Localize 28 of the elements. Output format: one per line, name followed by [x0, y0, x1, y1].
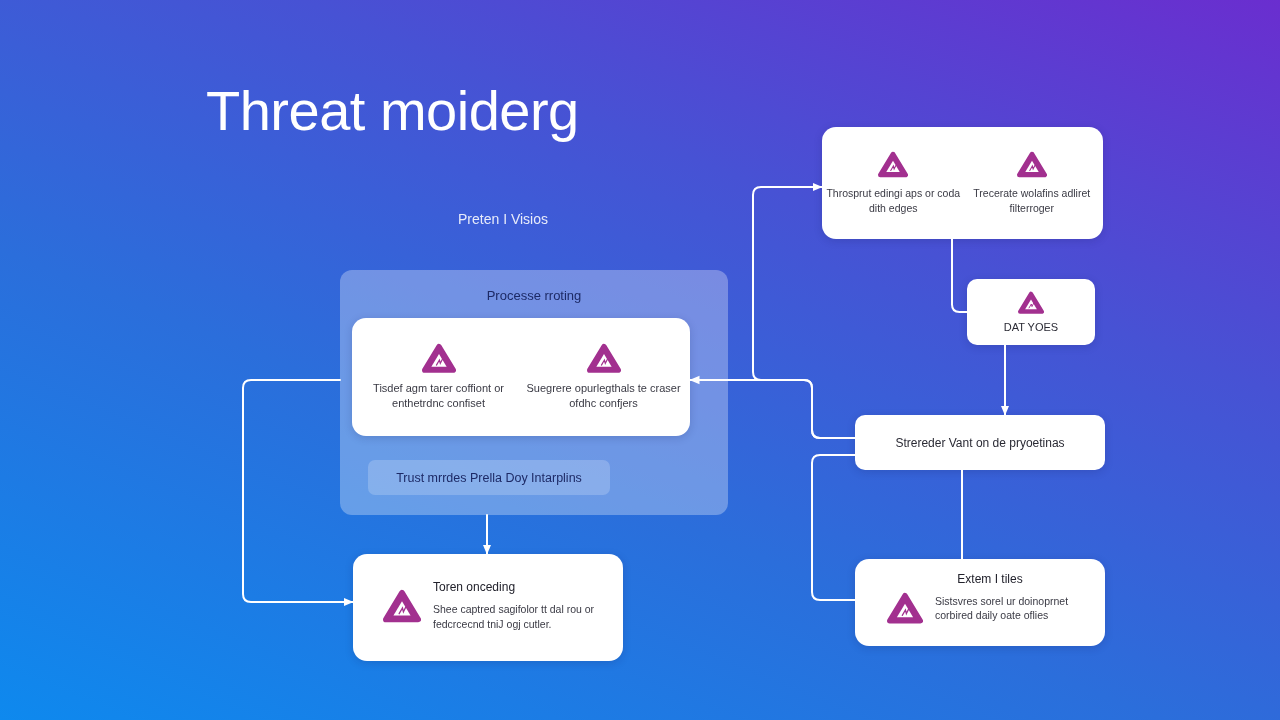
connector-arrow — [242, 379, 354, 607]
group-heading: Processe rroting — [486, 288, 582, 303]
card-text: Trecerate wolafins adliret filterroger — [972, 186, 1092, 215]
subtitle-text: Preten I Visios — [458, 211, 548, 227]
connector-arrow — [752, 182, 856, 439]
card-body: Sistsvres sorel ur doinoprnet corbired daily oate oflies — [935, 593, 1070, 623]
process-card — [967, 279, 1095, 345]
card-text: Strereder Vant on de pryoetinas — [895, 435, 1065, 450]
card-body: Shee captred sagifolor tt dal rou or fedcrcecnd tniJ ogj cutler. — [433, 602, 596, 632]
inner-panel — [368, 460, 610, 495]
diagram-title: Threat moiderg — [206, 80, 579, 142]
card-text: Tisdef agm tarer coffiont or enthetrdnc confiset — [372, 381, 505, 412]
process-card — [855, 559, 1105, 646]
process-card — [353, 554, 623, 661]
card-heading: Extem I tiles — [956, 572, 1024, 586]
connector-line — [811, 454, 856, 601]
process-card — [822, 127, 1103, 239]
connector-arrow — [1000, 344, 1010, 416]
process-card — [352, 318, 690, 436]
card-text: DAT YOES — [1003, 320, 1059, 333]
card-heading: Toren onceding — [433, 580, 517, 594]
panel-text: Trust mrrdes Prella Doy Intarplins — [396, 470, 582, 485]
process-card — [855, 415, 1105, 470]
card-text: Suegrere opurlegthals te craser ofdhc confjers — [525, 381, 682, 412]
connector-line — [961, 469, 963, 560]
connector-arrow — [482, 514, 492, 555]
container-panel — [340, 270, 728, 515]
card-text: Throsprut edingi aps or coda dith edges — [825, 186, 962, 215]
